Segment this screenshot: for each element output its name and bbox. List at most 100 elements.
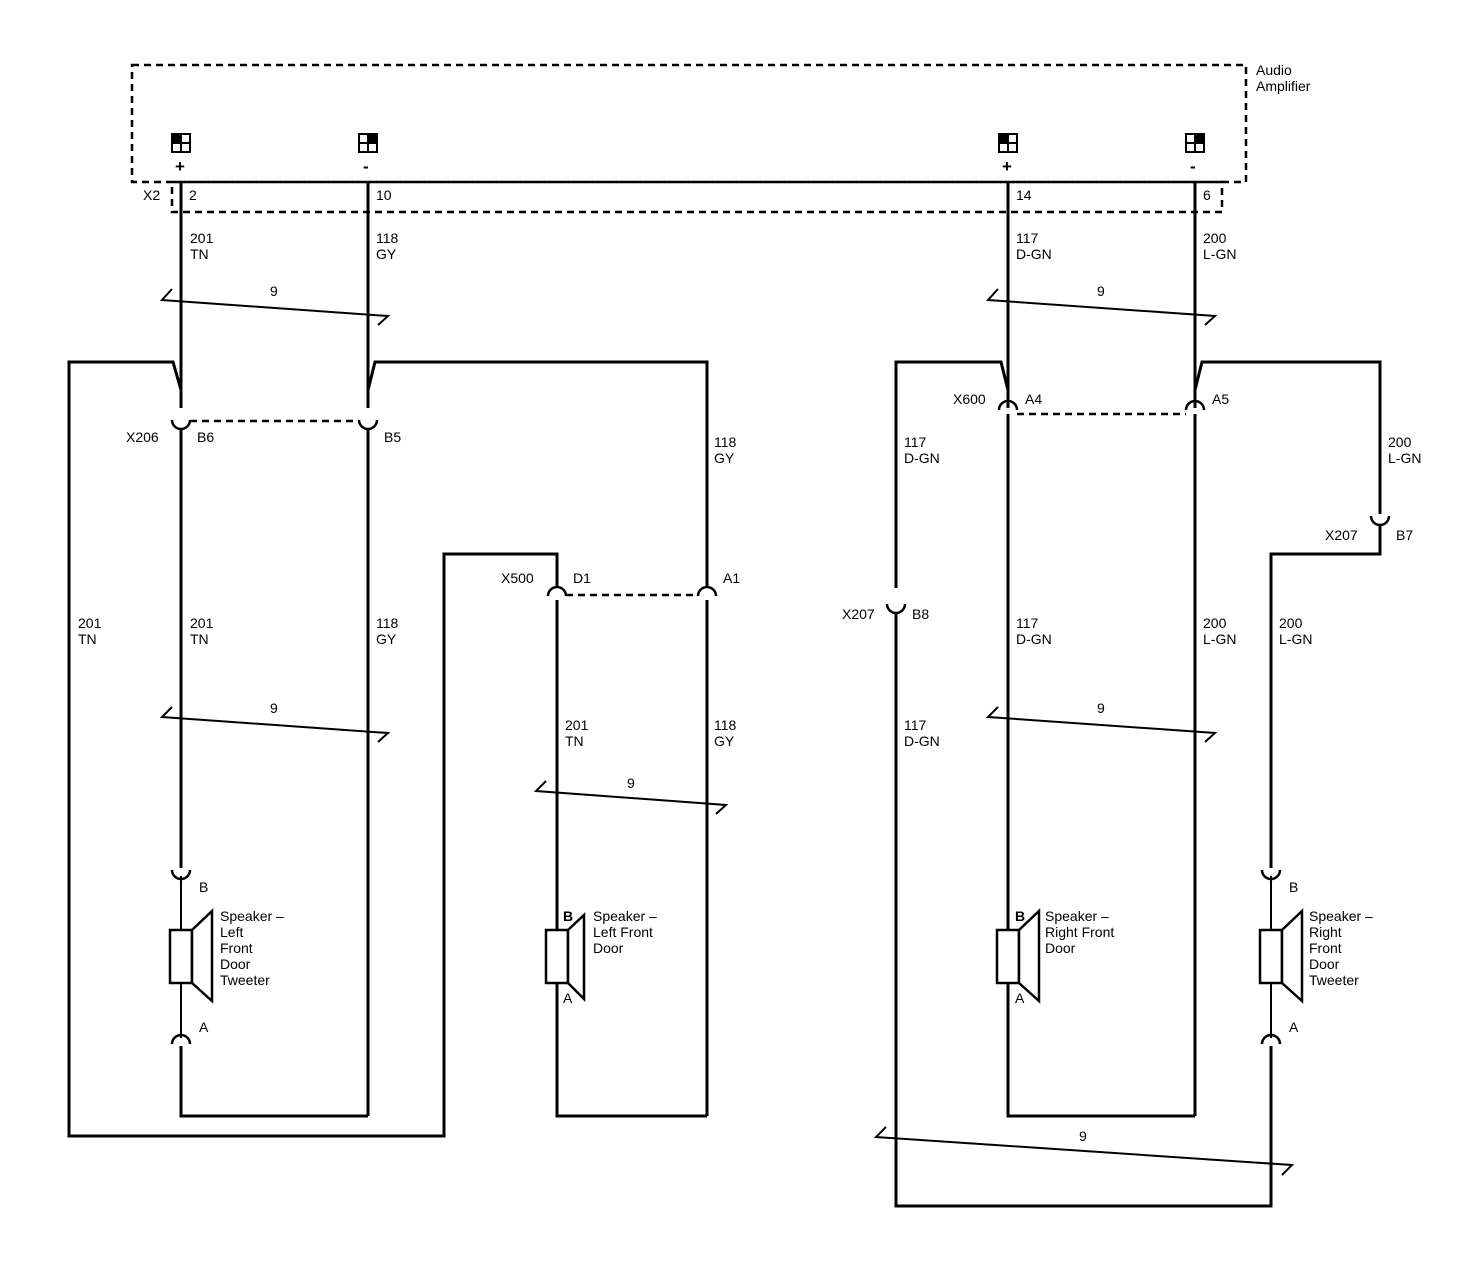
label-117-color-a: D-GN	[1016, 246, 1052, 262]
x500-pin-a1: A1	[723, 570, 740, 586]
label-118-circuit-a: 118	[376, 230, 399, 246]
label-200-circuit-a: 200	[1203, 230, 1227, 246]
amplifier-outline	[130, 63, 1248, 184]
lf-tweeter-pin-b: B	[199, 879, 208, 895]
label-200-circuit-d: 200	[1279, 615, 1303, 631]
label-200-color-c: L-GN	[1203, 631, 1236, 647]
x2-connector-label: X2	[143, 187, 160, 203]
rf-door-label-1: Speaker –	[1045, 908, 1109, 924]
label-117-color-b: D-GN	[904, 450, 940, 466]
amplifier-name-line2: Amplifier	[1256, 78, 1311, 94]
wire-117-dgn-tweeter	[894, 614, 1273, 1208]
amp-pin-sign-10: -	[363, 157, 369, 176]
x600-a4-connector	[997, 399, 1019, 411]
lf-door-label-3: Door	[593, 940, 624, 956]
lf-tweeter-label-4: Door	[220, 956, 251, 972]
wire-200-lgn-branch	[1193, 360, 1382, 514]
rf-door-pin-b: B	[1015, 908, 1025, 924]
lf-door-pin-b: B	[563, 908, 573, 924]
lf-tweeter-pin-a: A	[199, 1019, 209, 1035]
lf-tweeter-label-1: Speaker –	[220, 908, 284, 924]
amp-pin-symbol-6	[1185, 133, 1205, 153]
x207-b8-connector	[885, 603, 907, 615]
label-200-circuit-c: 200	[1203, 615, 1227, 631]
label-201-circuit-e: 201	[565, 717, 589, 733]
rf-tweeter-label-1: Speaker –	[1309, 908, 1373, 924]
label-118-color-c: GY	[376, 631, 397, 647]
twist-label-3: 9	[627, 775, 635, 791]
twist-label-6: 9	[1079, 1128, 1087, 1144]
twist-label-5: 9	[1097, 700, 1105, 716]
wire-tweeter-return	[179, 1046, 368, 1118]
label-118-color-d: GY	[714, 733, 735, 749]
lf-tweeter-label-3: Front	[220, 940, 253, 956]
x600-a5-connector	[1184, 399, 1206, 411]
amp-pin-num-14: 14	[1016, 187, 1032, 203]
twist-label-4: 9	[1097, 283, 1105, 299]
wire-labels: 201 TN 118 GY 117 D-GN 200 L-GN 118 GY 1…	[78, 230, 1421, 749]
label-117-color-d: D-GN	[904, 733, 940, 749]
label-118-circuit-b: 118	[714, 434, 737, 450]
label-200-color-d: L-GN	[1279, 631, 1312, 647]
lf-tweeter-label-5: Tweeter	[220, 972, 270, 988]
x206-pin-b6: B6	[197, 429, 214, 445]
rf-door-label-2: Right Front	[1045, 924, 1114, 940]
label-117-circuit-b: 117	[904, 434, 927, 450]
label-201-circuit-a: 201	[190, 230, 214, 246]
twist-marker-6	[873, 1126, 1295, 1176]
x2-connector-outline	[170, 180, 1224, 214]
label-201-circuit-c: 201	[78, 615, 102, 631]
twist-label-1: 9	[270, 283, 278, 299]
label-117-color-c: D-GN	[1016, 631, 1052, 647]
x206-b6-connector	[170, 419, 192, 431]
lf-door-label-1: Speaker –	[593, 908, 657, 924]
rf-tweeter-speaker-icon	[1258, 908, 1304, 1004]
rf-tweeter-pin-a: A	[1289, 1019, 1299, 1035]
x206-pin-b5: B5	[384, 429, 401, 445]
amp-pin-symbol-14	[998, 133, 1018, 153]
twist-label-2: 9	[270, 700, 278, 716]
rf-tweeter-label-2: Right	[1309, 924, 1342, 940]
label-201-color-e: TN	[565, 733, 584, 749]
wire-201-tn-branch	[67, 360, 559, 1138]
lf-tweeter-a-connector	[170, 1033, 192, 1045]
amplifier-name-line1: Audio	[1256, 62, 1292, 78]
label-201-circuit-d: 201	[190, 615, 214, 631]
amp-pin-sign-14: +	[1002, 157, 1012, 176]
twist-marker-3	[533, 780, 729, 815]
x206-b5-connector	[357, 419, 379, 431]
amp-pin-sign-2: +	[175, 157, 185, 176]
wire-door-return	[555, 983, 707, 1118]
rf-tweeter-label-4: Door	[1309, 956, 1340, 972]
x500-d1-connector	[546, 585, 568, 597]
rf-tweeter-label-3: Front	[1309, 940, 1342, 956]
x207-b7-connector	[1369, 515, 1391, 527]
amp-pin-num-2: 2	[189, 187, 197, 203]
label-201-color-d: TN	[190, 631, 209, 647]
label-117-circuit-c: 117	[1016, 615, 1039, 631]
rf-tweeter-pin-b: B	[1289, 879, 1298, 895]
rf-door-pin-a: A	[1015, 990, 1025, 1006]
x600-name: X600	[953, 391, 986, 407]
label-200-color-b: L-GN	[1388, 450, 1421, 466]
x500-a1-connector	[696, 585, 718, 597]
amp-pin-sign-6: -	[1190, 157, 1196, 176]
label-118-color-b: GY	[714, 450, 735, 466]
lf-tweeter-label-2: Left	[220, 924, 243, 940]
x207-pin-b7: B7	[1396, 527, 1413, 543]
label-118-circuit-d: 118	[714, 717, 737, 733]
label-200-color-a: L-GN	[1203, 246, 1236, 262]
twist-marker-1	[159, 288, 391, 326]
x207-pin-b8: B8	[912, 606, 929, 622]
label-200-circuit-b: 200	[1388, 434, 1412, 450]
label-117-circuit-d: 117	[904, 717, 927, 733]
rf-door-speaker-icon	[995, 908, 1041, 1004]
amp-pin-symbol-10	[358, 133, 378, 153]
amp-pin-num-6: 6	[1203, 187, 1211, 203]
x500-name: X500	[501, 570, 534, 586]
lf-door-label-2: Left Front	[593, 924, 653, 940]
x600-pin-a5: A5	[1212, 391, 1229, 407]
x600-pin-a4: A4	[1025, 391, 1042, 407]
label-118-color-a: GY	[376, 246, 397, 262]
amp-pin-num-10: 10	[376, 187, 392, 203]
